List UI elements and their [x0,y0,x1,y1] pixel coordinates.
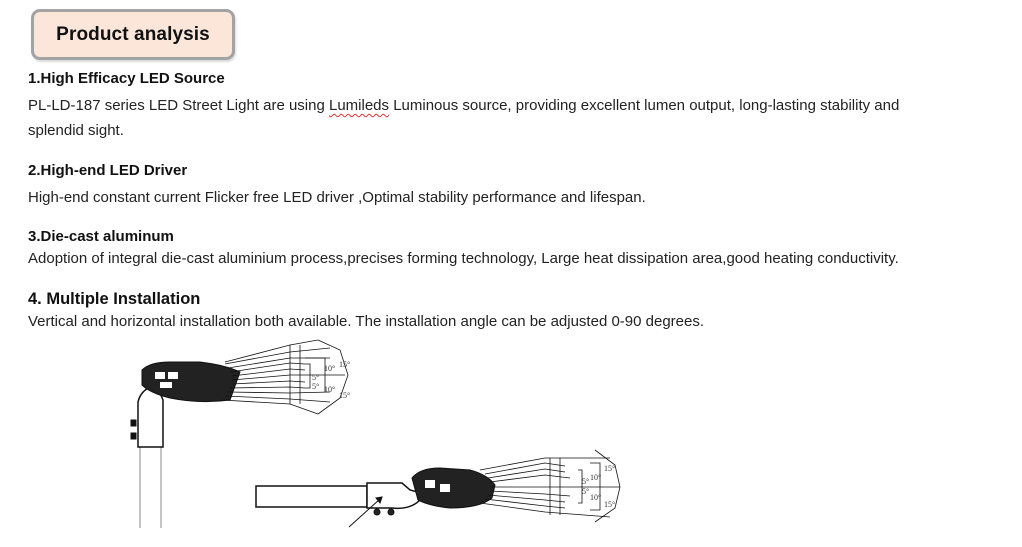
horizontal-installation-drawing [255,449,621,528]
svg-text:5°: 5° [582,487,589,496]
svg-text:10°: 10° [324,364,335,373]
section-title-box: Product analysis [31,9,235,60]
section-2-body: High-end constant current Flicker free L… [28,189,646,206]
horizontal-angle-labels: 5° 5° 10° 10° 15° 15° [582,464,615,509]
svg-text:5°: 5° [582,477,589,486]
section-1-body: PL-LD-187 series LED Street Light are us… [28,97,900,139]
section-2-heading: 2.High-end LED Driver [28,162,188,179]
section-1-heading: 1.High Efficacy LED Source [28,70,225,87]
page-title: Product analysis [56,23,210,45]
vertical-installation-drawing [130,339,349,528]
vertical-angle-labels: 5° 5° 10° 10° 15° 15° [312,360,350,400]
svg-text:10°: 10° [324,385,335,394]
section-4-body: Vertical and horizontal installation bot… [28,313,705,330]
svg-text:10°: 10° [590,473,601,482]
svg-text:15°: 15° [339,360,350,369]
svg-text:15°: 15° [604,500,615,509]
svg-text:5°: 5° [312,382,319,391]
installation-angle-diagram: 5° 5° 10° 10° 15° 15° [130,339,621,528]
spellcheck-flagged-word[interactable]: Lumileds [329,97,390,114]
svg-text:15°: 15° [604,464,615,473]
section-3-body: Adoption of integral die-cast aluminium … [28,250,899,267]
svg-text:5°: 5° [312,373,319,382]
section-4-heading: 4. Multiple Installation [28,290,201,308]
svg-text:15°: 15° [339,391,350,400]
svg-text:10°: 10° [590,493,601,502]
section-3-heading: 3.Die-cast aluminum [28,228,174,245]
